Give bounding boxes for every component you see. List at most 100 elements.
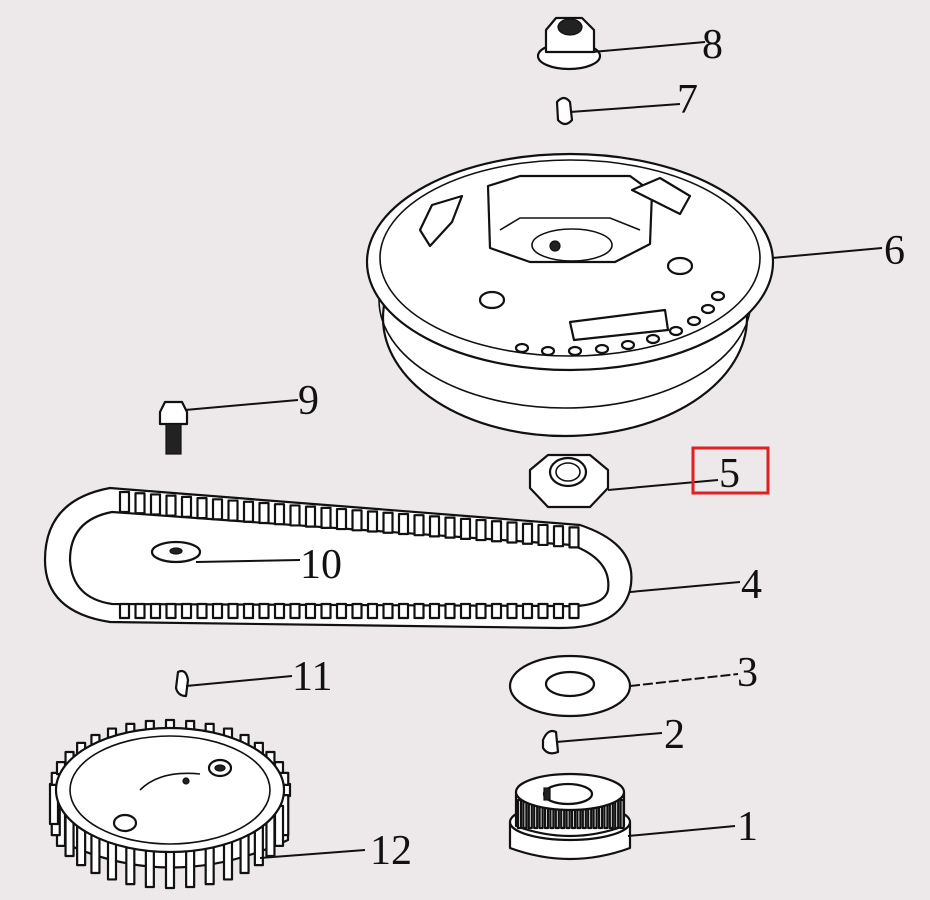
part-4-timing-belt [43, 486, 633, 630]
sprocket-tooth [614, 798, 620, 830]
belt-tooth [242, 500, 255, 523]
part-12-large-sprocket [48, 718, 292, 890]
part-6-hole-ring [514, 290, 726, 357]
label-part-10: 10 [300, 542, 342, 588]
sprocket-tooth [619, 798, 625, 830]
belt-tooth [366, 510, 379, 533]
label-part-5: 5 [719, 451, 740, 497]
sprocket-tooth [125, 843, 136, 886]
belt-tooth [134, 492, 146, 515]
belt-tooth [382, 511, 394, 534]
belt-tooth [180, 495, 193, 518]
highlight-box-label-5 [691, 446, 770, 495]
belt-tooth [258, 602, 270, 620]
belt-tooth [568, 602, 580, 620]
leader-6 [771, 247, 883, 259]
leader-5 [607, 479, 719, 491]
belt-tooth [459, 517, 472, 540]
belt-tooth [397, 512, 410, 536]
belt-tooth [490, 602, 503, 620]
part-6-pulley-cover [365, 152, 775, 438]
belt-tooth [413, 602, 425, 620]
leader-10 [195, 559, 301, 563]
part-2-key [541, 729, 560, 755]
belt-tooth [289, 602, 301, 620]
belt-tooth [366, 602, 379, 620]
leader-9 [184, 399, 299, 411]
belt-tooth [211, 602, 224, 620]
sprocket-tooth [516, 798, 523, 830]
label-part-7: 7 [677, 77, 698, 123]
part-10-washer [150, 540, 202, 564]
belt-tooth [428, 515, 441, 538]
belt-tooth [382, 602, 394, 620]
part-5-hex-nut [528, 453, 610, 509]
leader-8 [591, 41, 706, 53]
part-labels: 8 7 6 9 5 10 4 11 3 2 1 12 [292, 22, 905, 874]
belt-tooth [149, 493, 162, 516]
belt-tooth [351, 602, 363, 620]
leader-11 [185, 675, 293, 687]
leader-12 [259, 849, 366, 859]
sprocket-tooth [204, 843, 215, 886]
belt-tooth [459, 602, 472, 620]
belt-tooth [552, 525, 565, 548]
belt-tooth [351, 509, 363, 532]
leader-4 [629, 581, 741, 593]
belt-tooth [165, 602, 177, 620]
label-part-2: 2 [664, 712, 685, 758]
belt-tooth [118, 490, 131, 514]
belt-tooth [165, 494, 177, 517]
belt-tooth [242, 602, 255, 620]
belt-tooth [196, 602, 208, 620]
belt-tooth [428, 602, 441, 620]
leader-1 [627, 825, 736, 837]
belt-tooth [258, 501, 270, 525]
label-part-9: 9 [298, 378, 319, 424]
part-4-belt-teeth [118, 490, 580, 620]
sprocket-tooth [164, 846, 176, 890]
belt-tooth [320, 602, 332, 620]
belt-tooth [335, 602, 348, 620]
belt-tooth [521, 522, 534, 545]
part-9-bolt [158, 400, 189, 455]
belt-tooth [475, 518, 487, 542]
belt-tooth [118, 602, 131, 620]
leader-lines [184, 41, 883, 859]
part-7-key [555, 96, 574, 126]
part-8-flange-nut [536, 16, 602, 71]
label-part-12: 12 [370, 828, 412, 874]
belt-tooth [506, 521, 518, 544]
belt-tooth [289, 504, 301, 527]
part-11-key [174, 669, 190, 698]
leader-2 [555, 732, 663, 743]
sprocket-tooth [185, 845, 196, 889]
belt-tooth [521, 602, 534, 620]
leader-3 [629, 673, 739, 687]
belt-tooth [335, 507, 348, 531]
label-part-1: 1 [737, 804, 758, 850]
belt-tooth [304, 602, 317, 620]
belt-tooth [196, 497, 208, 520]
belt-tooth [444, 516, 456, 539]
sprocket-tooth [522, 798, 528, 830]
belt-tooth [149, 602, 162, 620]
label-part-3: 3 [737, 650, 758, 696]
belt-tooth [273, 602, 286, 620]
belt-tooth [211, 498, 224, 521]
belt-tooth [490, 520, 503, 543]
label-part-11: 11 [292, 654, 332, 700]
label-part-8: 8 [702, 22, 723, 68]
belt-tooth [227, 499, 239, 522]
belt-tooth [227, 602, 239, 620]
belt-tooth [475, 602, 487, 620]
belt-tooth [568, 526, 580, 549]
belt-tooth [180, 602, 193, 620]
belt-tooth [552, 602, 565, 620]
part-3-washer [508, 654, 632, 718]
belt-tooth [320, 506, 332, 529]
belt-tooth [444, 602, 456, 620]
belt-tooth [273, 503, 286, 526]
